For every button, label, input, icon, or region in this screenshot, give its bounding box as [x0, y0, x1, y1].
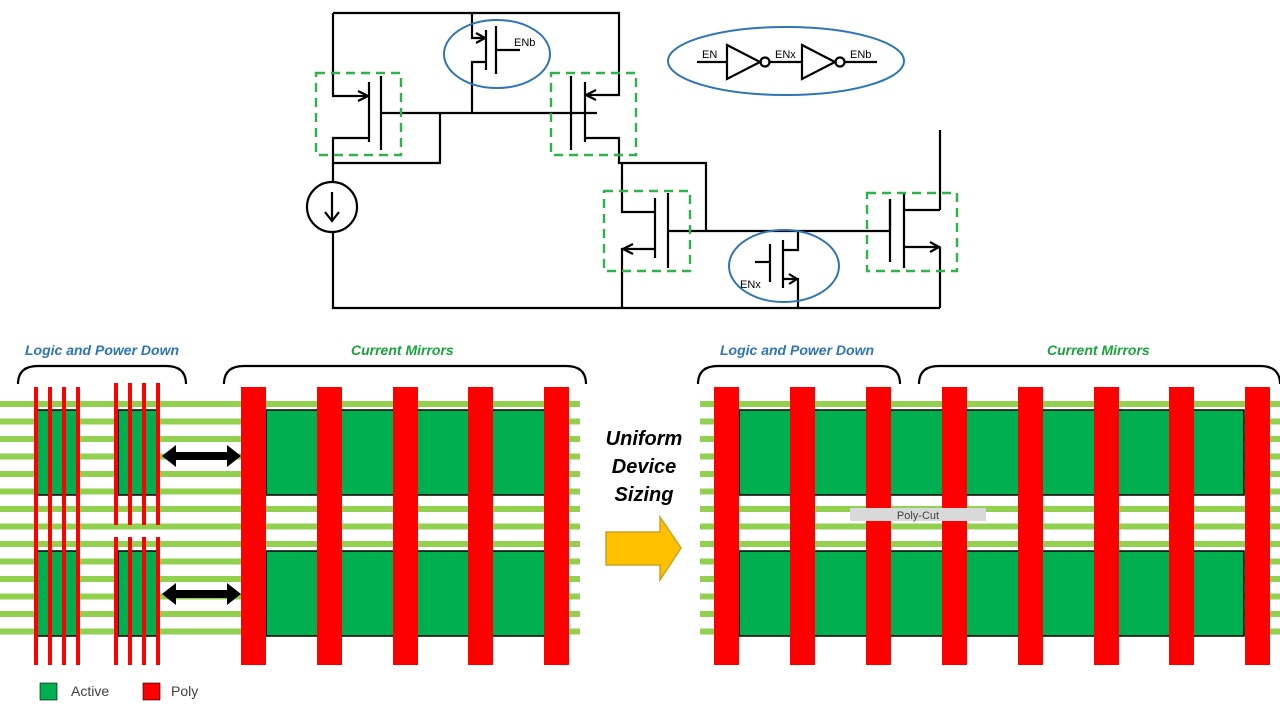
inverter-in-label: EN: [702, 49, 717, 61]
inverter-chain: EN ENx ENb: [667, 26, 905, 96]
legend-poly-label: Poly: [171, 683, 198, 699]
poly-gate: [1169, 387, 1194, 665]
highlight-ellipse: [728, 229, 840, 303]
metal-track: [700, 401, 1280, 407]
enx-switch-transistor: ENx: [728, 229, 840, 308]
nmos-left-transistor: [602, 161, 890, 308]
double-headed-arrow-icon: [162, 445, 241, 467]
poly-gate: [790, 387, 815, 665]
poly-gate: [393, 387, 418, 665]
active-region: [738, 409, 1245, 496]
poly-gate: [866, 387, 891, 665]
spacing-arrows: [162, 445, 241, 605]
poly-gate: [62, 387, 66, 665]
left-layout: Logic and Power Down Current Mirrors: [0, 342, 588, 665]
pmos-right-transistor: [549, 71, 638, 165]
active-region: [117, 409, 159, 496]
double-headed-arrow-icon: [162, 583, 241, 605]
poly-gate: [468, 387, 493, 665]
poly-gate: [142, 383, 146, 525]
right-block-arrow-icon: [605, 514, 682, 583]
poly-gate: [241, 387, 266, 665]
highlight-box: [865, 191, 959, 273]
highlight-box: [314, 71, 403, 157]
active-region: [117, 550, 159, 637]
nmos-right-transistor: [865, 191, 959, 273]
left-mirror-label: Current Mirrors: [351, 342, 454, 358]
poly-gate: [1094, 387, 1119, 665]
active-region: [35, 409, 79, 496]
left-logic-label: Logic and Power Down: [25, 342, 179, 358]
schematic-wires: [331, 11, 942, 310]
poly-gate: [114, 383, 118, 525]
poly-gate: [128, 383, 132, 525]
highlight-ellipse: [443, 19, 551, 89]
poly-gate: [156, 537, 160, 665]
enb-switch-transistor: ENb: [443, 13, 551, 113]
poly-cut-label: Poly-Cut: [897, 510, 939, 522]
active-regions: [738, 409, 1245, 637]
inverter-mid-label: ENx: [775, 49, 796, 61]
poly-gate: [128, 537, 132, 665]
legend-poly-swatch: [142, 682, 161, 701]
center-title-line3: Sizing: [615, 484, 674, 506]
right-layout: Logic and Power Down Current Mirrors Pol…: [696, 342, 1280, 665]
metal-track: [0, 541, 580, 547]
current-source: [305, 180, 359, 234]
metal-track: [700, 541, 1280, 547]
legend-active-swatch: [39, 682, 58, 701]
poly-gate: [156, 383, 160, 525]
enx-label: ENx: [740, 279, 761, 291]
poly-gate: [544, 387, 569, 665]
legend: Active Poly: [39, 682, 198, 701]
poly-gate: [1245, 387, 1270, 665]
poly-gate: [48, 387, 52, 665]
poly-gate: [114, 537, 118, 665]
poly-cut-bar: [850, 508, 986, 521]
highlight-box: [602, 189, 692, 273]
poly-gates: [34, 383, 569, 665]
poly-gate: [942, 387, 967, 665]
left-logic-brace: [16, 364, 188, 385]
poly-gate: [34, 387, 38, 665]
right-logic-brace: [696, 364, 902, 385]
inverter-out-label: ENb: [850, 49, 871, 61]
poly-gates: [714, 387, 1270, 665]
metal-track: [0, 523, 580, 530]
right-logic-label: Logic and Power Down: [720, 342, 874, 358]
center-title-line2: Device: [612, 456, 677, 478]
enb-label: ENb: [514, 37, 535, 49]
metal-track: [0, 401, 580, 407]
center-annotation: Uniform Device Sizing: [605, 428, 683, 583]
active-region: [35, 550, 79, 637]
pmos-left-transistor: [314, 71, 597, 165]
active-region: [738, 550, 1245, 637]
downward-arrow-icon: [324, 192, 340, 223]
highlight-box: [549, 71, 638, 157]
poly-cut: Poly-Cut: [850, 508, 986, 522]
schematic: ENb EN ENx ENb: [305, 11, 959, 310]
left-mirror-brace: [222, 364, 588, 385]
metal-track: [700, 506, 1280, 512]
poly-gate: [317, 387, 342, 665]
poly-gate: [142, 537, 146, 665]
poly-gate: [714, 387, 739, 665]
metal-track: [0, 506, 580, 512]
right-mirror-brace: [917, 364, 1280, 385]
highlight-ellipse: [667, 26, 905, 96]
poly-gate: [1018, 387, 1043, 665]
center-title-line1: Uniform: [606, 428, 683, 450]
metal-track: [700, 523, 1280, 530]
legend-active-label: Active: [71, 683, 109, 699]
right-mirror-label: Current Mirrors: [1047, 342, 1150, 358]
poly-gate: [76, 387, 80, 665]
